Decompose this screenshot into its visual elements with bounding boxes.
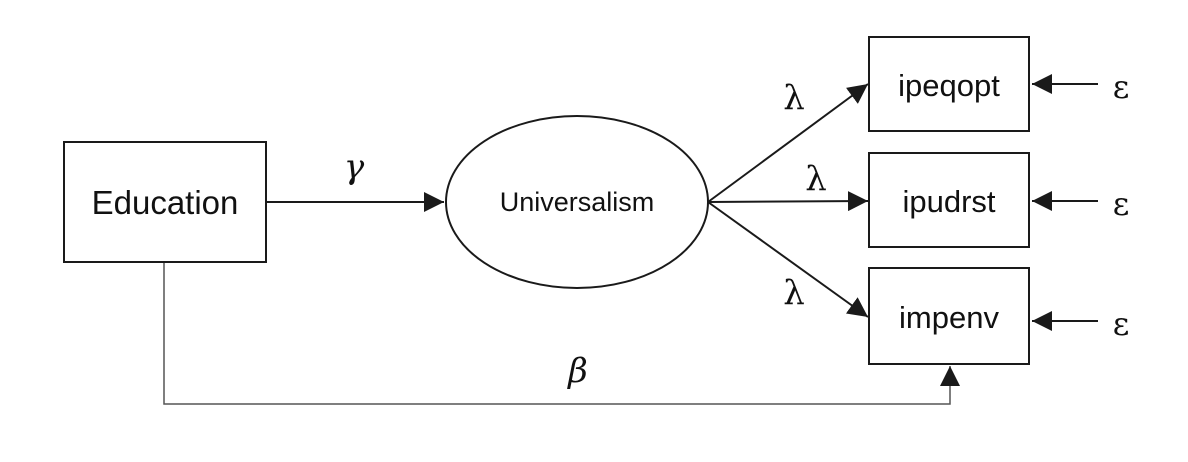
universalism-label: Universalism — [500, 187, 655, 217]
error-ipeqopt: ε — [1113, 68, 1130, 106]
edge-universalism-impenv — [707, 201, 869, 318]
lambda-label-ipeqopt: λ — [783, 78, 805, 118]
ipudrst-label: ipudrst — [902, 184, 995, 219]
impenv-label: impenv — [899, 300, 999, 335]
ipeqopt-label: ipeqopt — [898, 68, 1000, 103]
edge-education-impenv — [163, 262, 960, 405]
gamma-label: γ — [344, 147, 365, 187]
error-ipudrst: ε — [1113, 185, 1130, 223]
education-label: Education — [92, 184, 239, 221]
universalism-node — [445, 115, 709, 289]
impenv-node — [868, 267, 1030, 365]
error-impenv: ε — [1113, 305, 1130, 343]
beta-label: β — [566, 351, 588, 391]
lambda-label-ipudrst: λ — [805, 159, 827, 199]
edge-universalism-ipeqopt — [707, 83, 869, 203]
lambda-label-impenv: λ — [783, 273, 805, 313]
edge-universalism-ipudrst — [707, 191, 869, 212]
ipudrst-node — [868, 152, 1030, 248]
ipeqopt-node — [868, 36, 1030, 132]
education-node — [63, 141, 267, 263]
